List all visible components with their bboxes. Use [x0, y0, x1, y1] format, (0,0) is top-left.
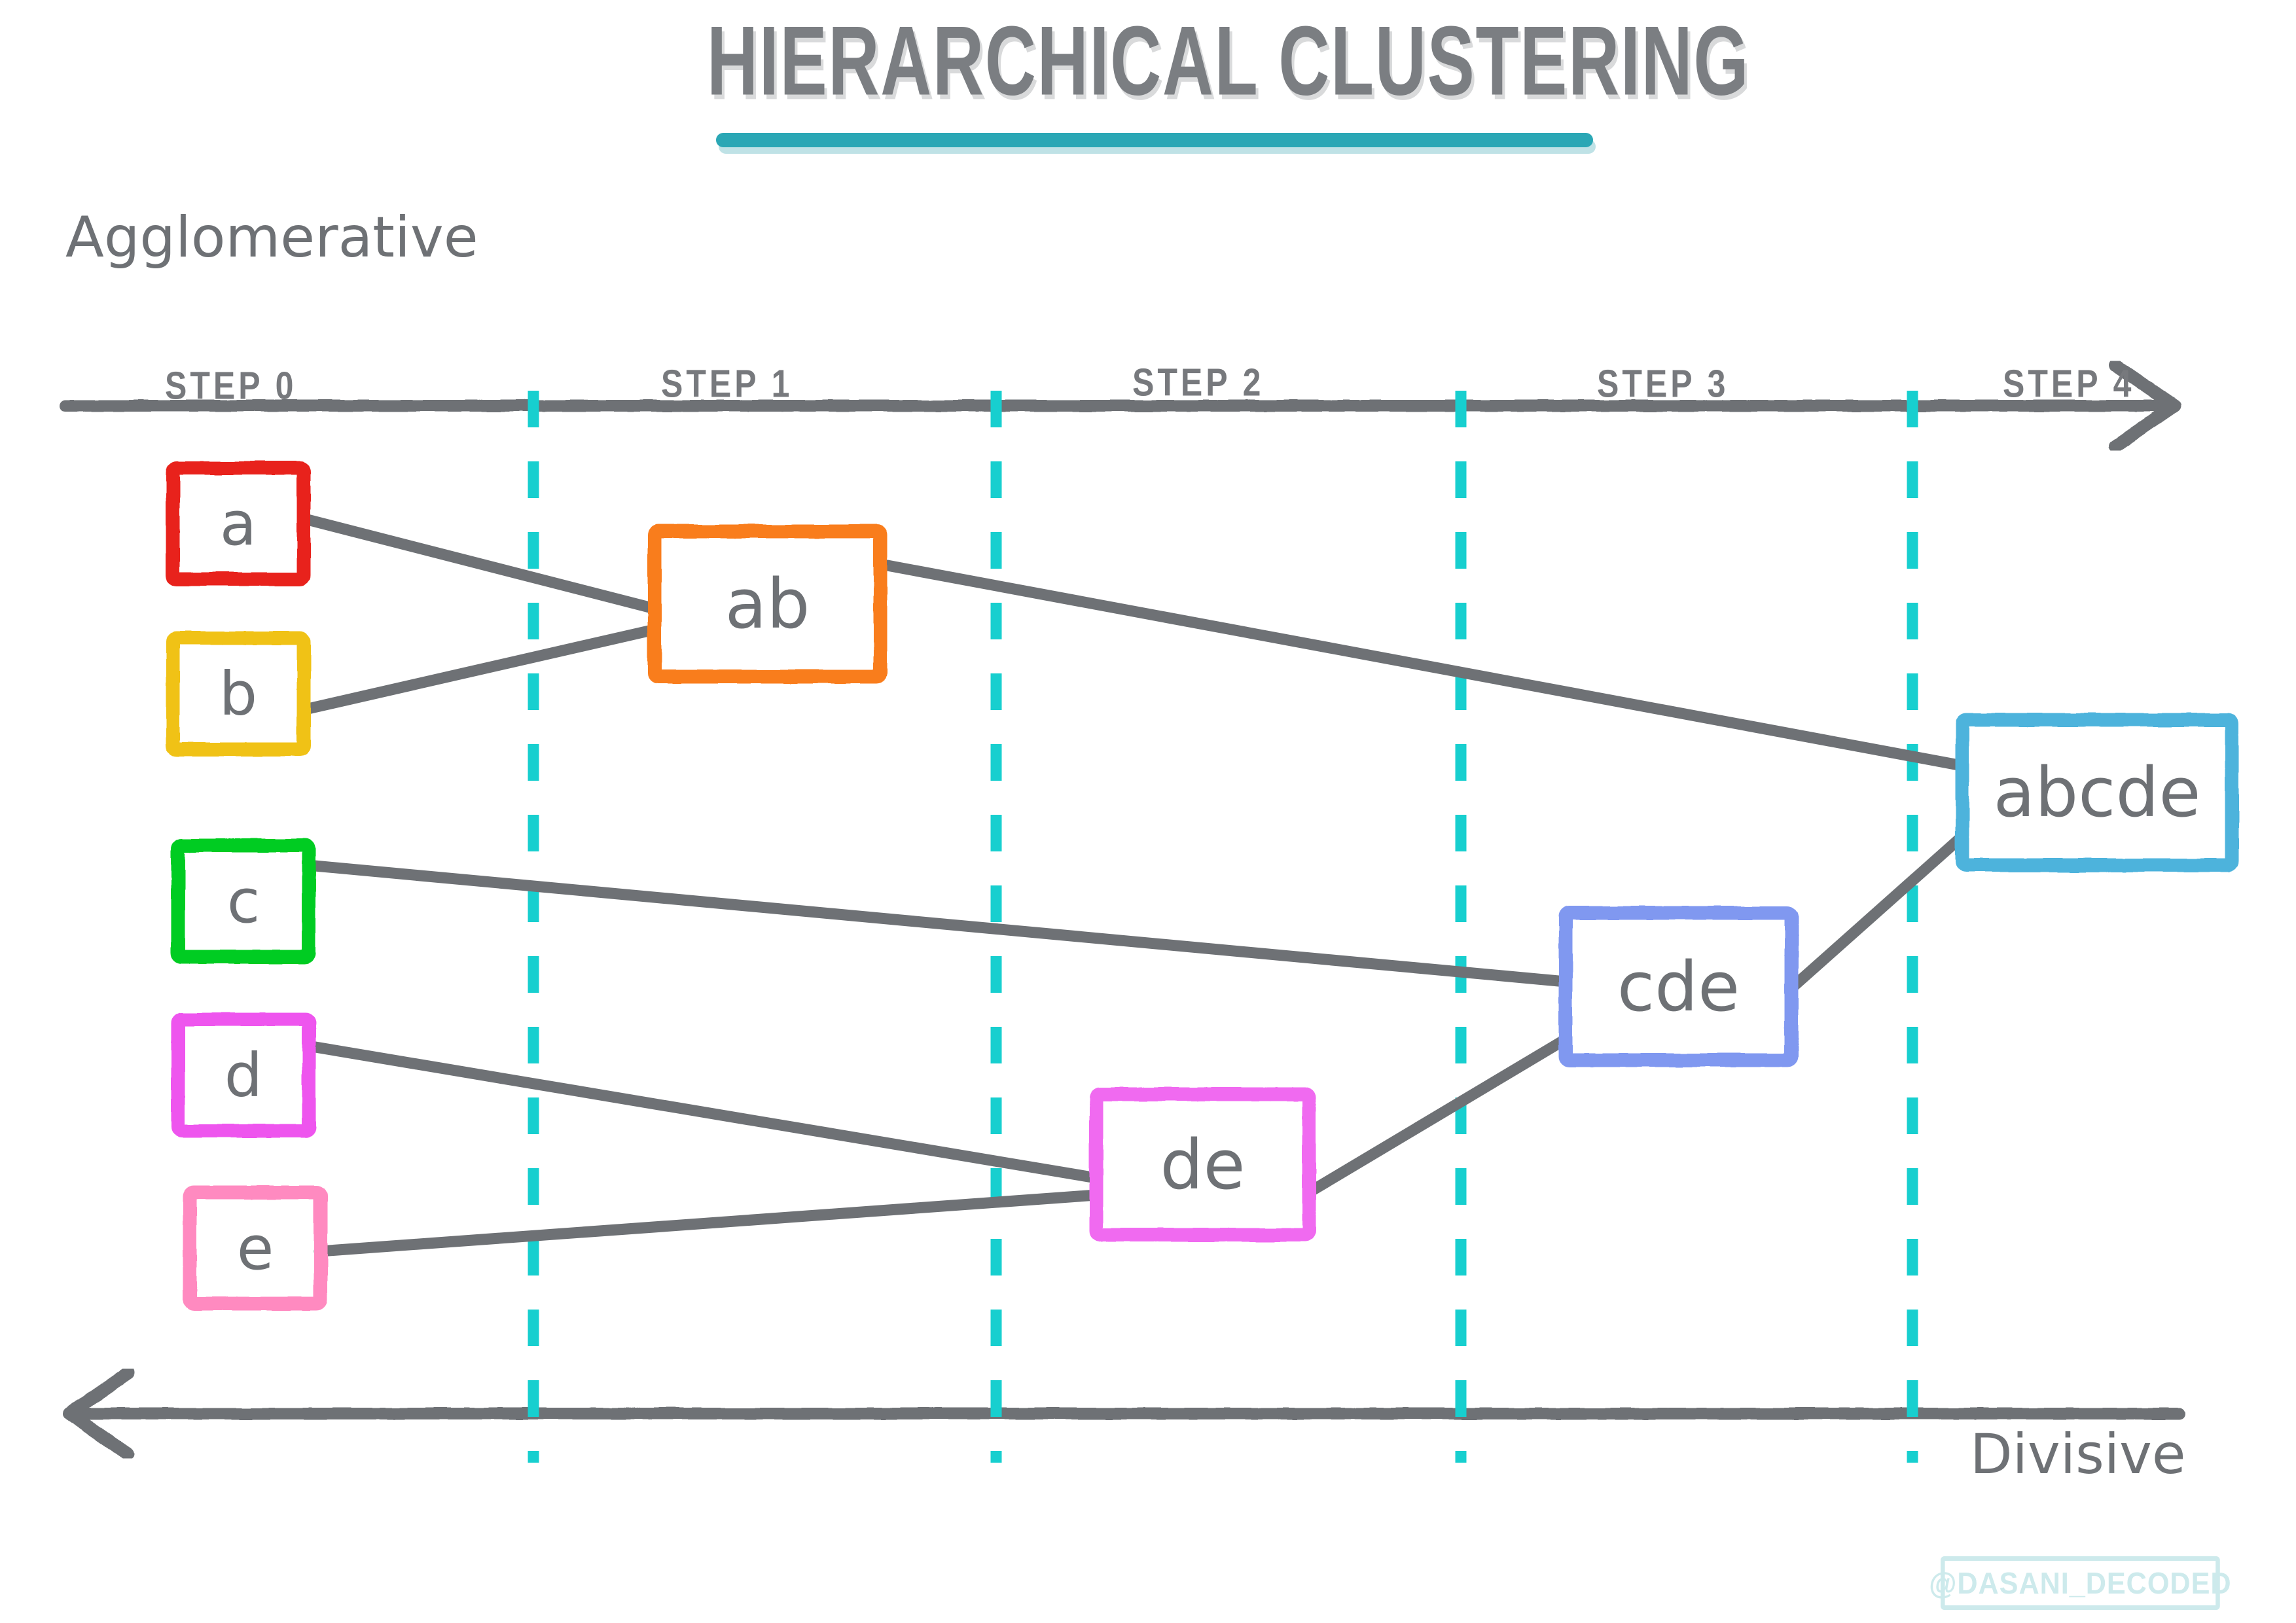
connector-e-de: [314, 1189, 1102, 1257]
connector-lines: [296, 512, 1968, 1257]
node-box-d: [171, 1012, 316, 1138]
step-label-4: STEP 4: [2003, 362, 2135, 406]
page-title: HIERARCHICAL CLUSTERING: [707, 5, 1750, 116]
connector-cde-abcde: [1785, 830, 1968, 994]
step-label-1: STEP 1: [661, 362, 793, 406]
watermark: @DASANI_DECODED: [1929, 1556, 2231, 1610]
node-box-c: [171, 838, 316, 964]
node-box-de: [1089, 1087, 1316, 1242]
step-dividers: [528, 391, 1918, 1463]
step-label-0: STEP 0: [165, 364, 297, 408]
node-box-ab: [647, 524, 888, 684]
connector-b-ab: [296, 624, 660, 716]
divisive-label: Divisive: [1970, 1422, 2186, 1486]
connector-d-de: [302, 1040, 1102, 1184]
step-label-2: STEP 2: [1132, 361, 1265, 404]
node-box-a: [166, 461, 311, 586]
node-boxes: [166, 461, 2239, 1311]
node-box-e: [183, 1185, 328, 1311]
bottom-axis: [63, 1366, 2185, 1461]
node-box-abcde: [1955, 713, 2239, 872]
connector-c-cde: [302, 859, 1571, 988]
title-underline: [716, 133, 1596, 154]
top-axis: [60, 359, 2181, 453]
agglomerative-label: Agglomerative: [65, 205, 478, 270]
connector-a-ab: [296, 512, 660, 615]
node-box-cde: [1558, 906, 1799, 1067]
connector-ab-abcde: [874, 558, 1968, 772]
node-box-b: [166, 631, 311, 757]
step-label-3: STEP 3: [1597, 362, 1729, 406]
connector-de-cde: [1303, 1033, 1571, 1198]
